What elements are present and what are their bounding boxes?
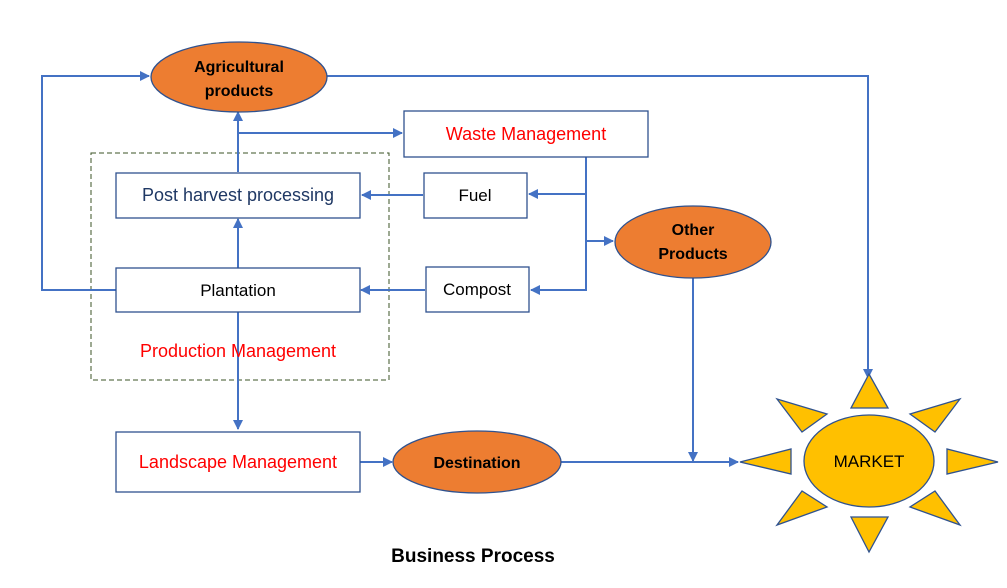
agricultural-products-label-line1: Agricultural [194,59,284,76]
waste-management-box [403,110,649,158]
market-ray-right [946,448,999,475]
node-plantation[interactable]: Plantation [115,267,361,313]
market-label: MARKET [834,452,905,471]
market-ray-top-left [775,397,829,433]
fuel-label: Fuel [458,186,491,205]
destination-label: Destination [433,455,520,472]
node-market[interactable]: MARKET [739,372,999,554]
post-harvest-processing-box [115,172,361,219]
fuel-box [423,172,528,219]
node-destination[interactable]: Destination [392,430,562,494]
node-other-products[interactable]: Other Products [614,205,772,279]
node-fuel[interactable]: Fuel [423,172,528,219]
post-harvest-processing-label: Post harvest processing [142,185,334,205]
node-compost[interactable]: Compost [425,266,530,313]
node-post-harvest-processing[interactable]: Post harvest processing [115,172,361,219]
waste-management-label: Waste Management [446,124,606,144]
landscape-management-box [115,431,361,493]
node-landscape-management[interactable]: Landscape Management [115,431,361,493]
market-ray-bottom-left [775,490,829,527]
other-products-label-line2: Products [658,246,727,263]
node-waste-management[interactable]: Waste Management [403,110,649,158]
other-products-label-line1: Other [672,222,715,239]
market-ray-bottom-right [908,490,962,527]
market-ray-top-right [908,397,962,433]
market-ray-bottom [849,516,890,554]
market-ray-top [849,372,890,409]
agricultural-products-ellipse [150,41,328,113]
plantation-label: Plantation [200,281,276,300]
landscape-management-label: Landscape Management [139,452,337,472]
other-products-ellipse [614,205,772,279]
market-ray-left [739,448,792,475]
production-management-group [90,152,390,381]
compost-label: Compost [443,280,511,299]
production-management-label: Production Management [140,341,336,361]
destination-ellipse [392,430,562,494]
diagram-title: Business Process [391,546,555,567]
connector-plantation-to-agricultural-products [41,71,150,291]
market-ellipse [803,414,935,508]
node-agricultural-products[interactable]: Agricultural products [150,41,328,113]
agricultural-products-label-line2: products [205,83,274,100]
compost-box [425,266,530,313]
connector-agricultural-products-to-market [327,75,873,379]
plantation-box [115,267,361,313]
